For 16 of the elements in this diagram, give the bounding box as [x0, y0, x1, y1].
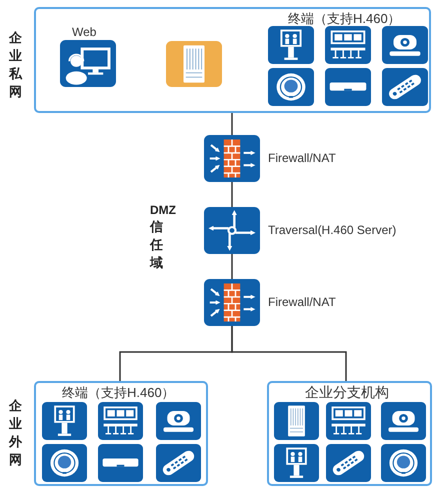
group-heading: 终端（支持H.460） [288, 10, 401, 28]
group-heading: 终端（支持H.460） [62, 384, 175, 402]
device-label: Web [72, 25, 96, 39]
device-label: Firewall/NAT [268, 151, 336, 165]
device-label: Traversal(H.460 Server) [268, 223, 396, 237]
zone-label: DMZ [150, 203, 176, 217]
group-heading: 企业分支机构 [305, 384, 389, 402]
connector-line [231, 113, 233, 135]
connector-line [231, 326, 347, 381]
zone-label: 信任域 [150, 218, 163, 272]
connector-line [231, 254, 233, 279]
device-label: Firewall/NAT [268, 295, 336, 309]
side-label: 企业外网 [9, 397, 22, 469]
network-box [267, 381, 432, 486]
side-label: 企业私网 [9, 29, 22, 101]
connector-line [231, 182, 233, 207]
